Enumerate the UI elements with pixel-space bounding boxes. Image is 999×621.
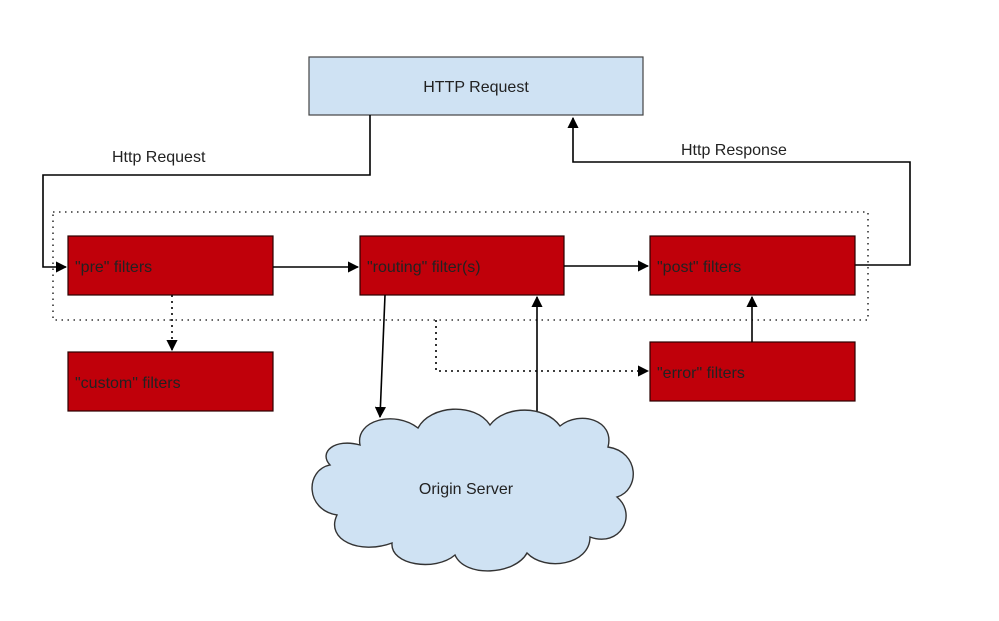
routing-filters-label: "routing" filter(s)	[367, 259, 481, 276]
cloud-icon	[311, 408, 634, 572]
pre-filters-node: "pre" filters	[67, 235, 274, 296]
post-filters-label: "post" filters	[657, 259, 741, 276]
http-request-edge-label: Http Request	[112, 149, 206, 166]
origin-server-node: Origin Server	[311, 408, 634, 572]
http-request-box	[308, 56, 644, 116]
error-filters-label: "error" filters	[657, 365, 745, 382]
routing-filters-node: "routing" filter(s)	[359, 235, 565, 296]
http-response-connector	[567, 116, 911, 266]
http-request-node: HTTP Request	[308, 56, 644, 116]
error-filters-node: "error" filters	[649, 341, 856, 402]
post-filters-box	[649, 235, 856, 296]
custom-filters-node: "custom" filters	[67, 351, 274, 412]
post-filters-node: "post" filters	[649, 235, 856, 296]
routing-filters-box	[359, 235, 565, 296]
custom-filters-label: "custom" filters	[75, 375, 181, 392]
http-request-connector	[42, 115, 371, 273]
http-response-edge-label: Http Response	[681, 142, 787, 159]
http-request-label: HTTP Request	[423, 79, 529, 96]
chain-to-error-dotted-arrow	[435, 320, 650, 377]
custom-filters-box	[67, 351, 274, 412]
routing-to-origin-arrow	[374, 294, 387, 419]
pre-filters-box	[67, 235, 274, 296]
origin-server-label: Origin Server	[419, 481, 514, 498]
error-filters-box	[649, 341, 856, 402]
pre-filters-label: "pre" filters	[75, 259, 152, 276]
